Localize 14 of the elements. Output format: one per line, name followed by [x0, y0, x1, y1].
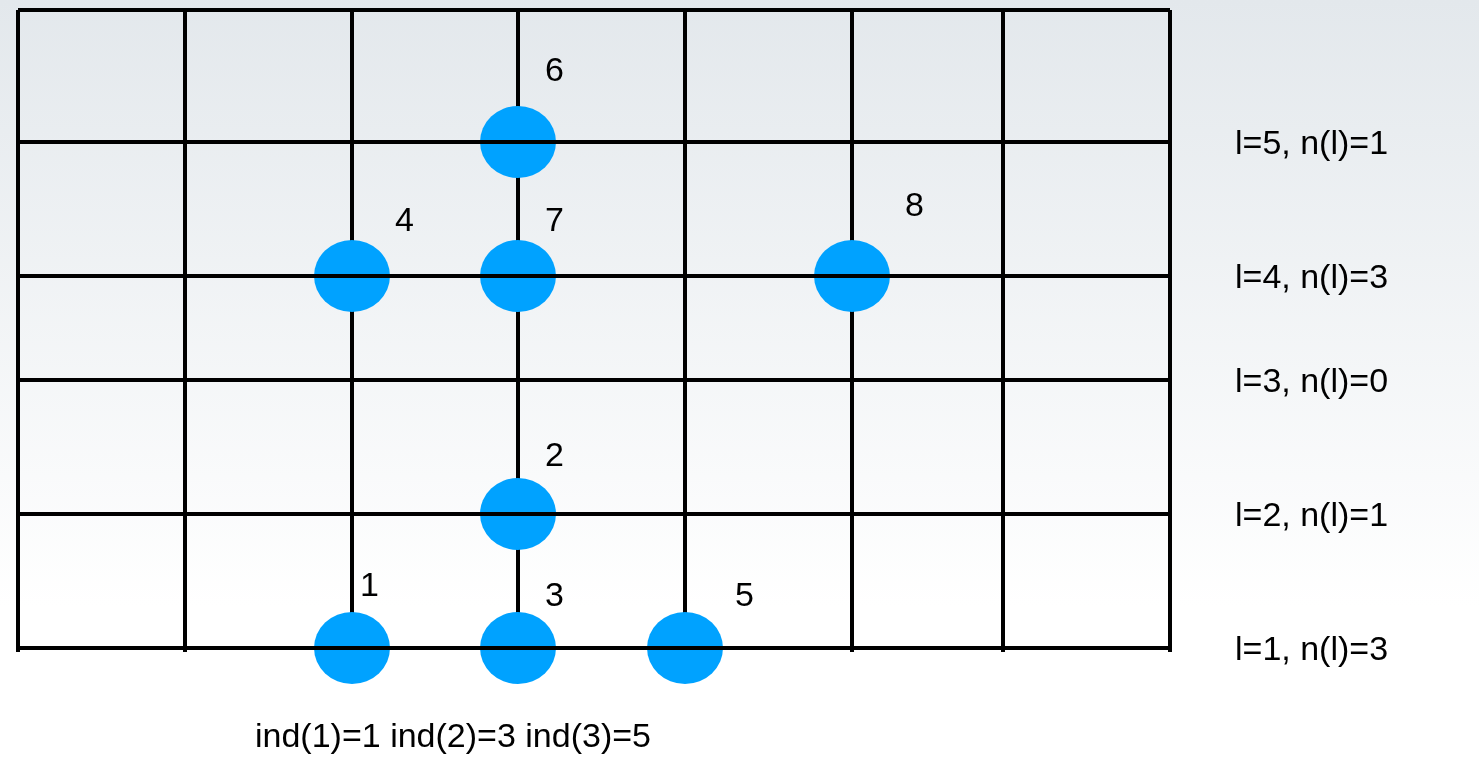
point-number: 3: [545, 575, 564, 613]
level-label: l=1, n(l)=3: [1235, 628, 1389, 668]
point-number: 7: [545, 200, 564, 238]
index-label: ind(1)=1 ind(2)=3 ind(3)=5: [255, 715, 651, 755]
point-number: 2: [545, 435, 564, 473]
point-number: 4: [395, 200, 414, 238]
point-number: 1: [360, 565, 379, 603]
point-number: 6: [545, 50, 564, 88]
level-label: l=3, n(l)=0: [1235, 360, 1389, 400]
point-number: 8: [905, 185, 924, 223]
point-number: 5: [735, 575, 754, 613]
level-label: l=4, n(l)=3: [1235, 256, 1389, 296]
level-label: l=2, n(l)=1: [1235, 494, 1389, 534]
level-label: l=5, n(l)=1: [1235, 122, 1389, 162]
